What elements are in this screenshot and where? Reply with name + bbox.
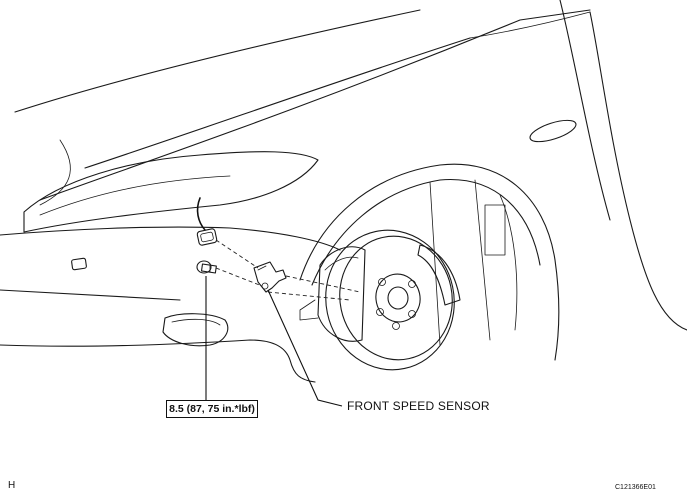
pillar-line [559, 0, 611, 221]
front-speed-sensor-label: FRONT SPEED SENSOR [347, 399, 490, 413]
fender-top-line [39, 9, 591, 201]
fog-lamp-inner-line [171, 318, 221, 326]
side-marker-icon [529, 119, 577, 143]
bumper-top-line [0, 226, 341, 251]
view-letter: H [8, 480, 16, 491]
sensor-leader-line [267, 289, 343, 407]
bolt-icon [196, 260, 217, 274]
wheel-arch-outer [299, 163, 560, 361]
dashed-line-connector [215, 239, 259, 269]
arch-liner-line-3 [499, 194, 518, 331]
headlamp-outline [23, 151, 319, 233]
brake-disc-icon [299, 229, 461, 371]
dashed-line-sensor [285, 275, 361, 293]
headlamp-inner-line [39, 175, 231, 216]
dashed-line-hub [267, 291, 351, 301]
dashed-line-bolt [215, 267, 263, 287]
arch-liner-line-1 [429, 181, 441, 346]
bumper-lower-line [0, 339, 316, 383]
sensor-wire [196, 197, 206, 231]
fog-lamp-icon [162, 313, 229, 347]
connector-icon [196, 228, 218, 246]
wheel-arch-inner [311, 178, 541, 286]
hood-crease-line [84, 37, 471, 169]
figure-code: C121366E01 [615, 484, 656, 491]
speed-sensor-icon [253, 261, 287, 293]
windshield-line [469, 11, 591, 39]
hood-edge-line [14, 9, 421, 113]
door-front-line [589, 11, 687, 331]
mount-hole-icon [71, 257, 87, 271]
bumper-mid-line [0, 289, 181, 301]
torque-spec-box: 8.5 (87, 75 in.*lbf) [166, 400, 258, 418]
suspension-strut [484, 204, 506, 256]
headlamp-top-line [39, 139, 71, 206]
arch-liner-line-2 [474, 179, 491, 341]
